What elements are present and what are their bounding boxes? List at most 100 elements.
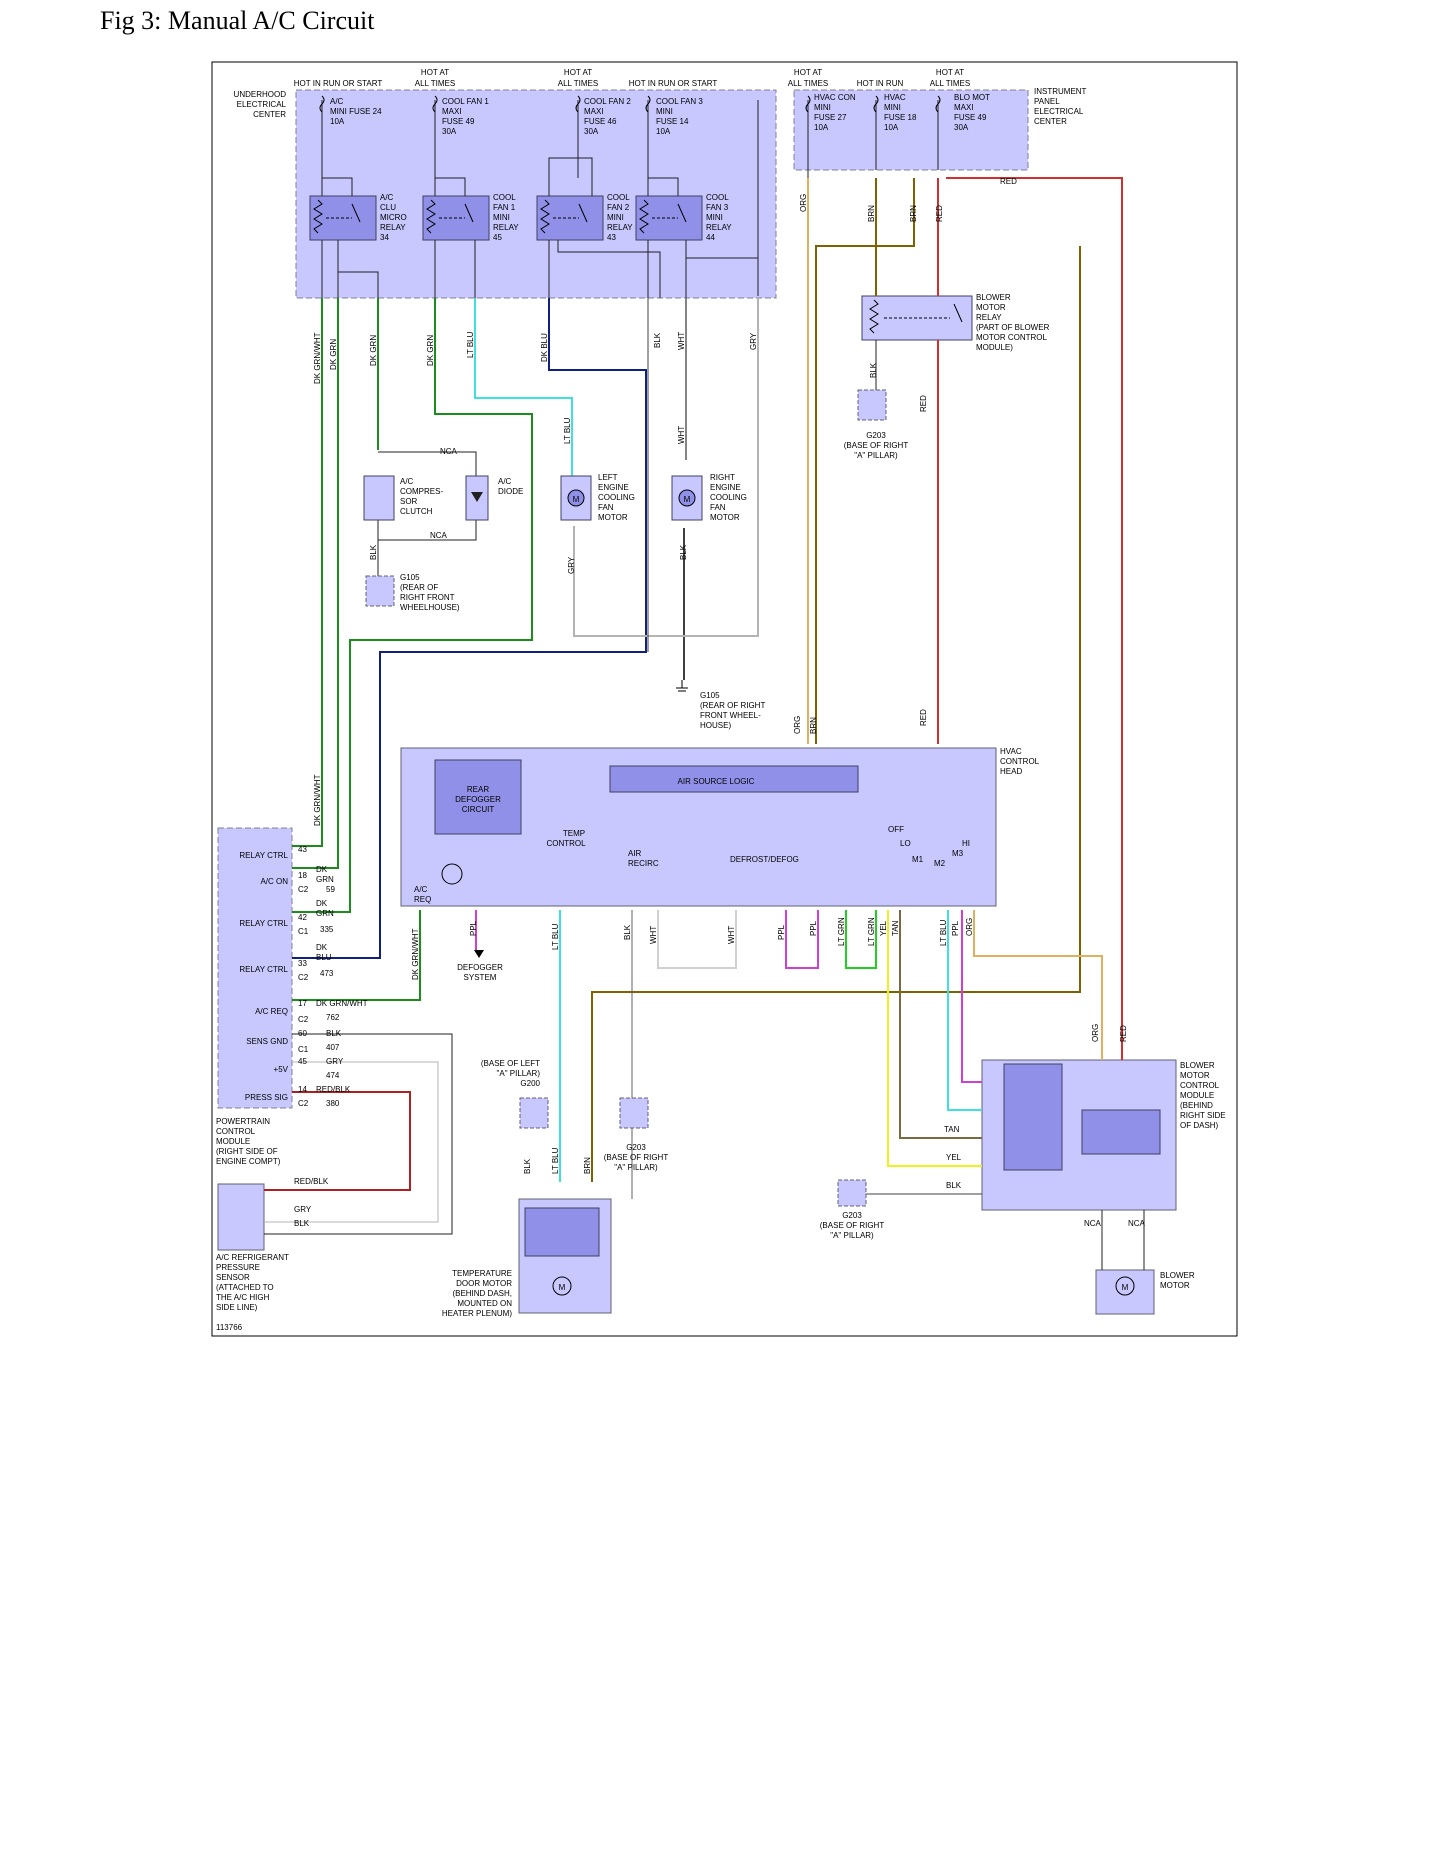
- wire-lbl-org-2: ORG: [793, 716, 802, 734]
- fuse-hvac-3: FUSE 18: [884, 113, 917, 122]
- fuse-cool3-2: MINI: [656, 107, 673, 116]
- header-hot-at-4b: ALL TIMES: [930, 79, 970, 88]
- air-recirc-1: AIR: [628, 849, 642, 858]
- diode-2: DIODE: [498, 487, 523, 496]
- wire-lbl-ltblu-3: LT BLU: [551, 923, 560, 950]
- fuse-cool1-1: COOL FAN 1: [442, 97, 489, 106]
- relay-labels: A/C CLU MICRO RELAY 34 COOL FAN 1 MINI R…: [380, 193, 1050, 352]
- wire-lbl-red-1: RED: [935, 205, 944, 222]
- pcm-pin-conn-5: C1: [298, 1045, 309, 1054]
- wire-lbl-brn-2: BRN: [909, 205, 918, 222]
- wire-lbl-ltblu-4: LT BLU: [939, 919, 948, 946]
- pcm-wire-3c: 473: [320, 969, 334, 978]
- pcm-pin-num-4: 17: [298, 999, 307, 1008]
- pcm-pin-name-2: RELAY CTRL: [239, 919, 288, 928]
- pcm-wire-1a: DK: [316, 865, 328, 874]
- bmcm-1: BLOWER: [1180, 1061, 1215, 1070]
- relay-cool3-1: COOL: [706, 193, 729, 202]
- wire-lbl-gry-1: GRY: [749, 332, 758, 350]
- pcm-2: CONTROL: [216, 1127, 256, 1136]
- wire-lbl-yel-1: YEL: [879, 920, 888, 936]
- switch-off: OFF: [888, 825, 904, 834]
- fuse-cool2-2: MAXI: [584, 107, 604, 116]
- relay-cool1-1: COOL: [493, 193, 516, 202]
- hvac-head-2: CONTROL: [1000, 757, 1040, 766]
- defrost-label: DEFROST/DEFOG: [730, 855, 799, 864]
- press-5: THE A/C HIGH: [216, 1293, 270, 1302]
- compressor-clutch: [363, 475, 395, 521]
- fuse-hvaccon-3: FUSE 27: [814, 113, 847, 122]
- underhood-label-3: CENTER: [253, 110, 286, 119]
- wire-lbl-ltgrn-1: LT GRN: [837, 917, 846, 946]
- wire-lbl-blk-8: BLK: [294, 1219, 310, 1228]
- pcm-box: [217, 827, 293, 1109]
- wire-lbl-ppl-1: PPL: [469, 920, 478, 936]
- ground-labels: G203 (BASE OF RIGHT "A" PILLAR) G105 (RE…: [400, 431, 908, 1240]
- wire-lbl-gry-3: GRY: [294, 1205, 312, 1214]
- wire-lbl-dkgrn-2: DK GRN: [369, 335, 378, 366]
- relay-cool2-3: MINI: [607, 213, 624, 222]
- ip-label-4: CENTER: [1034, 117, 1067, 126]
- header-hot-in-run: HOT IN RUN: [857, 79, 904, 88]
- relay-blower-3: RELAY: [976, 313, 1002, 322]
- comp-4: CLUTCH: [400, 507, 433, 516]
- wire-lbl-dkgrnwht-2: DK GRN/WHT: [313, 774, 322, 826]
- pcm-pin-num-1: 18: [298, 871, 307, 880]
- rear-defogger-circuit: [434, 759, 522, 835]
- figure-title: Fig 3: Manual A/C Circuit: [100, 6, 375, 35]
- pcm-pin-name-4: A/C REQ: [255, 1007, 288, 1016]
- header-hot-at-3b: ALL TIMES: [788, 79, 828, 88]
- left-fan-motor-icon: [567, 489, 585, 507]
- pcm-pin-conn-3: C2: [298, 973, 309, 982]
- pcm-wire-7a: RED/BLK: [316, 1085, 351, 1094]
- wire-lbl-tan-1: TAN: [891, 920, 900, 936]
- rfan-2: ENGINE: [710, 483, 741, 492]
- rfan-5: MOTOR: [710, 513, 740, 522]
- wire-lbl-ltblu-1: LT BLU: [466, 331, 475, 358]
- relay-acclu-2: CLU: [380, 203, 396, 212]
- header-hot-at-2a: HOT AT: [564, 68, 592, 77]
- relay-cool1-4: RELAY: [493, 223, 519, 232]
- pcm-pin-name-5: SENS GND: [246, 1037, 288, 1046]
- header-hot-at-1b: ALL TIMES: [415, 79, 455, 88]
- pcm-pin-name-1: A/C ON: [260, 877, 288, 886]
- air-source-logic: [609, 765, 859, 793]
- bmcm-6: RIGHT SIDE: [1180, 1111, 1226, 1120]
- lfan-5: MOTOR: [598, 513, 628, 522]
- g203a-2: (BASE OF RIGHT: [844, 441, 909, 450]
- header-hot-at-4a: HOT AT: [936, 68, 964, 77]
- defog-2: DEFOGGER: [455, 795, 501, 804]
- pcm-wire-6a: GRY: [326, 1057, 344, 1066]
- bmcm-4: MODULE: [1180, 1091, 1214, 1100]
- g105a-4: WHEELHOUSE): [400, 603, 460, 612]
- switch-hi: HI: [962, 839, 970, 848]
- motor-m-glyph: M: [573, 495, 580, 504]
- blower-switch-labels: OFF LO M1 M2 M3 HI: [888, 825, 970, 868]
- pressure-sensor-box: [217, 1183, 265, 1251]
- pcm-wire-4b: 762: [326, 1013, 340, 1022]
- fuse-cool2-1: COOL FAN 2: [584, 97, 631, 106]
- wire-lbl-red-2: RED: [1000, 177, 1017, 186]
- wire-lbl-ltblu-2: LT BLU: [563, 417, 572, 444]
- fuse-ac-3: 10A: [330, 117, 345, 126]
- fuse-hvaccon-2: MINI: [814, 103, 831, 112]
- pcm-wire-2c: 335: [320, 925, 334, 934]
- wire-lbl-dkgrnwht-3: DK GRN/WHT: [411, 928, 420, 980]
- blower-motor-2: MOTOR: [1160, 1281, 1190, 1290]
- defog-sys-1: DEFOGGER: [457, 963, 503, 972]
- g203a-1: G203: [866, 431, 886, 440]
- press-3: SENSOR: [216, 1273, 250, 1282]
- bmcm-7: OF DASH): [1180, 1121, 1219, 1130]
- wire-lbl-red-3: RED: [919, 395, 928, 412]
- arrow-down-icon: [474, 950, 484, 958]
- air-source-logic-label: AIR SOURCE LOGIC: [678, 777, 755, 786]
- motor-m-glyph: M: [1122, 1283, 1129, 1292]
- wire-lbl-ppl-3: PPL: [809, 920, 818, 936]
- wire-lbl-org-1: ORG: [799, 194, 808, 212]
- tdm-2: DOOR MOTOR: [456, 1279, 512, 1288]
- fuse-ac-1: A/C: [330, 97, 344, 106]
- blower-resistor-block: [1003, 1063, 1063, 1171]
- lfan-4: FAN: [598, 503, 614, 512]
- hvac-head-1: HVAC: [1000, 747, 1022, 756]
- g200-3: G200: [520, 1079, 540, 1088]
